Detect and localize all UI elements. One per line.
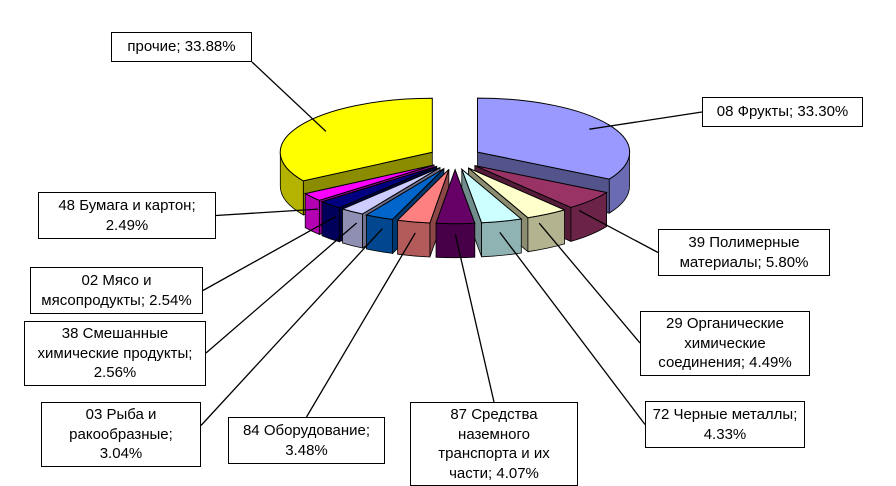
leader-line bbox=[251, 61, 327, 132]
slice-top-face-2 bbox=[468, 167, 566, 219]
slice-rim bbox=[321, 201, 340, 243]
slice-rim bbox=[435, 222, 476, 259]
slice-top-face-7 bbox=[341, 167, 441, 215]
slice-rim bbox=[366, 214, 393, 254]
leader-line bbox=[205, 222, 358, 354]
slice-top-face-10 bbox=[279, 97, 433, 182]
slice-top-face-6 bbox=[365, 168, 445, 220]
leader-line bbox=[538, 222, 641, 344]
leader-line bbox=[215, 208, 319, 217]
slice-rim bbox=[397, 219, 431, 258]
slice-rim bbox=[342, 208, 363, 249]
leader-line bbox=[200, 228, 383, 426]
leader-line bbox=[305, 232, 416, 418]
slice-top-face-3 bbox=[460, 167, 523, 224]
slice-top-face-1 bbox=[474, 165, 608, 208]
slice-top-face-0 bbox=[477, 97, 631, 180]
slice-top-face-4 bbox=[435, 168, 476, 225]
pie-slice-group-4 bbox=[435, 168, 476, 259]
slice-top-face-9 bbox=[303, 164, 435, 201]
leader-line bbox=[589, 111, 703, 130]
slice-top-face-5 bbox=[396, 169, 450, 224]
leader-line bbox=[202, 216, 336, 292]
leader-line bbox=[454, 234, 495, 403]
leader-line bbox=[499, 232, 646, 425]
slice-rim bbox=[481, 218, 522, 258]
slice-top-face-8 bbox=[320, 165, 437, 209]
leader-line bbox=[578, 210, 659, 254]
